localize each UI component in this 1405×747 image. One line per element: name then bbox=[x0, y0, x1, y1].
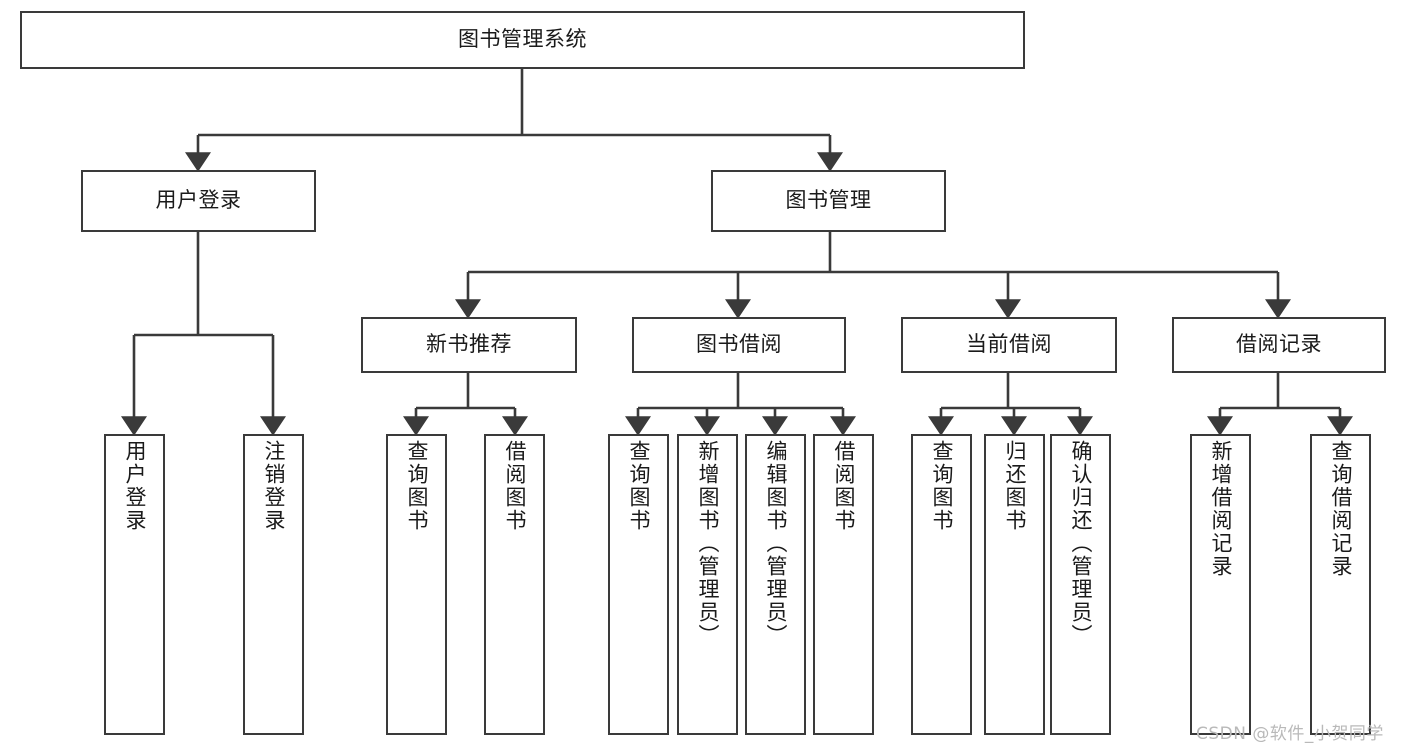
node-leaf-query-book-2-label: 查询图书 bbox=[627, 440, 651, 532]
node-leaf-query-record[interactable]: 查询借阅记录 bbox=[1310, 434, 1371, 735]
node-leaf-user-login[interactable]: 用户登录 bbox=[104, 434, 165, 735]
node-book-manage[interactable]: 图书管理 bbox=[711, 170, 946, 232]
node-leaf-query-book-3-label: 查询图书 bbox=[930, 440, 954, 532]
node-book-borrow[interactable]: 图书借阅 bbox=[632, 317, 846, 373]
node-root-label: 图书管理系统 bbox=[458, 27, 587, 52]
node-leaf-edit-book[interactable]: 编辑图书（管理员） bbox=[745, 434, 806, 735]
node-leaf-borrow-book-2[interactable]: 借阅图书 bbox=[813, 434, 874, 735]
node-leaf-add-record-label: 新增借阅记录 bbox=[1209, 440, 1233, 578]
node-root[interactable]: 图书管理系统 bbox=[20, 11, 1025, 69]
node-leaf-confirm-return-label: 确认归还（管理员） bbox=[1069, 440, 1093, 647]
node-leaf-borrow-book-1-label: 借阅图书 bbox=[503, 440, 527, 532]
node-leaf-return-book-label: 归还图书 bbox=[1003, 440, 1027, 532]
node-leaf-borrow-book-1[interactable]: 借阅图书 bbox=[484, 434, 545, 735]
node-borrow-record[interactable]: 借阅记录 bbox=[1172, 317, 1386, 373]
node-leaf-logout[interactable]: 注销登录 bbox=[243, 434, 304, 735]
watermark-text: CSDN @软件_小贺同学 bbox=[1196, 724, 1384, 744]
node-leaf-query-record-label: 查询借阅记录 bbox=[1329, 440, 1353, 578]
node-user-login[interactable]: 用户登录 bbox=[81, 170, 316, 232]
node-leaf-query-book-1-label: 查询图书 bbox=[405, 440, 429, 532]
node-borrow-record-label: 借阅记录 bbox=[1236, 332, 1322, 357]
node-book-manage-label: 图书管理 bbox=[785, 188, 872, 213]
node-new-book-recommend[interactable]: 新书推荐 bbox=[361, 317, 577, 373]
node-leaf-borrow-book-2-label: 借阅图书 bbox=[832, 440, 856, 532]
node-current-borrow[interactable]: 当前借阅 bbox=[901, 317, 1117, 373]
node-leaf-confirm-return[interactable]: 确认归还（管理员） bbox=[1050, 434, 1111, 735]
node-leaf-query-book-2[interactable]: 查询图书 bbox=[608, 434, 669, 735]
node-leaf-return-book[interactable]: 归还图书 bbox=[984, 434, 1045, 735]
node-book-borrow-label: 图书借阅 bbox=[696, 332, 782, 357]
node-leaf-add-book-label: 新增图书（管理员） bbox=[696, 440, 720, 647]
node-leaf-logout-label: 注销登录 bbox=[262, 440, 286, 532]
node-user-login-label: 用户登录 bbox=[155, 188, 242, 213]
node-current-borrow-label: 当前借阅 bbox=[966, 332, 1052, 357]
node-leaf-edit-book-label: 编辑图书（管理员） bbox=[764, 440, 788, 647]
node-leaf-add-record[interactable]: 新增借阅记录 bbox=[1190, 434, 1251, 735]
node-new-book-recommend-label: 新书推荐 bbox=[426, 332, 512, 357]
node-leaf-query-book-3[interactable]: 查询图书 bbox=[911, 434, 972, 735]
node-leaf-add-book[interactable]: 新增图书（管理员） bbox=[677, 434, 738, 735]
node-leaf-query-book-1[interactable]: 查询图书 bbox=[386, 434, 447, 735]
node-leaf-user-login-label: 用户登录 bbox=[123, 440, 147, 532]
